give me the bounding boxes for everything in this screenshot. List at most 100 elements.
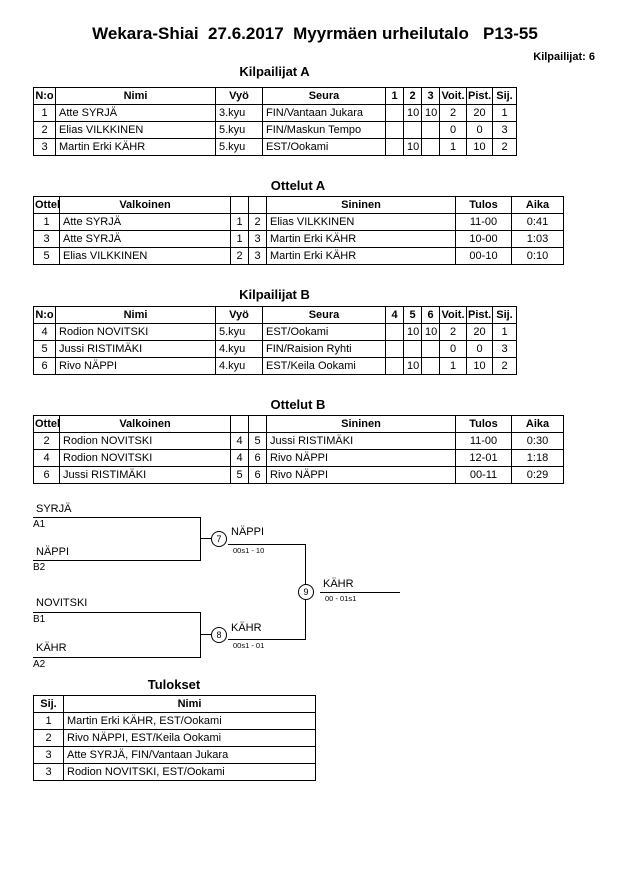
match-number-circle: 8 xyxy=(211,627,227,643)
cell: 5.kyu xyxy=(215,121,263,139)
col-header: Sij. xyxy=(492,87,517,105)
table-row: 3 Martin Erki KÄHR 5.kyu EST/Ookami 10 1… xyxy=(33,138,517,156)
cell: 3.kyu xyxy=(215,104,263,122)
cell: 20 xyxy=(466,104,493,122)
bracket-seed: B2 xyxy=(33,562,46,573)
cell: 1 xyxy=(439,138,467,156)
cell: 0 xyxy=(466,340,493,358)
table-row: 4 Rodion NOVITSKI 5.kyu EST/Ookami 10 10… xyxy=(33,323,517,341)
cell: 5 xyxy=(248,432,267,450)
col-header: Valkoinen xyxy=(59,415,231,433)
cell: Elias VILKKINEN xyxy=(55,121,216,139)
cell: 0 xyxy=(439,121,467,139)
cell: 1 xyxy=(230,213,249,231)
cell: 10 xyxy=(466,138,493,156)
cell: 2 xyxy=(439,323,467,341)
cell: Rivo NÄPPI xyxy=(266,466,456,484)
bracket-line xyxy=(33,517,200,518)
header-row: Sij. Nimi xyxy=(33,695,316,713)
bracket-winner-name: NÄPPI xyxy=(231,526,265,538)
col-header: Sij. xyxy=(492,306,517,324)
header-row: N:o Nimi Vyö Seura 1 2 3 Voit. Pist. Sij… xyxy=(33,87,517,105)
cell: 10 xyxy=(403,357,422,375)
col-header: Aika xyxy=(511,196,564,214)
cell: Atte SYRJÄ, FIN/Vantaan Jukara xyxy=(63,746,316,764)
cell: Atte SYRJÄ xyxy=(59,213,231,231)
cell: 1 xyxy=(439,357,467,375)
cell: Martin Erki KÄHR xyxy=(266,230,456,248)
cell: Jussi RISTIMÄKI xyxy=(59,466,231,484)
cell xyxy=(421,340,440,358)
section-heading-ottelut-a: Ottelut A xyxy=(270,178,326,193)
cell: FIN/Maskun Tempo xyxy=(262,121,386,139)
bracket-seed: A1 xyxy=(33,519,46,530)
cell: 3 xyxy=(33,138,56,156)
cell: 4 xyxy=(230,432,249,450)
cell xyxy=(385,340,404,358)
cell xyxy=(385,138,404,156)
match-number-circle: 9 xyxy=(298,584,314,600)
kilpailijat-b-table: N:o Nimi Vyö Seura 4 5 6 Voit. Pist. Sij… xyxy=(33,306,517,375)
cell: 3 xyxy=(248,230,267,248)
cell: 3 xyxy=(248,247,267,265)
cell: 5 xyxy=(33,340,56,358)
col-header: Aika xyxy=(511,415,564,433)
cell: 10 xyxy=(403,138,422,156)
cell: FIN/Raision Ryhti xyxy=(262,340,386,358)
cell: Martin Erki KÄHR, EST/Ookami xyxy=(63,712,316,730)
bracket-line xyxy=(228,544,305,545)
bracket-player-name: NOVITSKI xyxy=(36,597,88,609)
cell: Rivo NÄPPI xyxy=(266,449,456,467)
table-row: 3 Atte SYRJÄ 1 3 Martin Erki KÄHR 10-00 … xyxy=(33,230,564,248)
col-header: Vyö xyxy=(215,87,263,105)
col-header: N:o xyxy=(33,306,56,324)
col-header: Vyö xyxy=(215,306,263,324)
cell: 0:30 xyxy=(511,432,564,450)
cell xyxy=(421,138,440,156)
cell: 12-01 xyxy=(455,449,512,467)
cell: Elias VILKKINEN xyxy=(59,247,231,265)
cell xyxy=(385,121,404,139)
cell: 4.kyu xyxy=(215,357,263,375)
cell: 5 xyxy=(230,466,249,484)
col-header: Tulos xyxy=(455,415,512,433)
col-header: 3 xyxy=(421,87,440,105)
cell: 3 xyxy=(33,230,60,248)
col-header: 5 xyxy=(403,306,422,324)
cell: Rodion NOVITSKI xyxy=(55,323,216,341)
bracket-line xyxy=(33,612,200,613)
col-header: Seura xyxy=(262,306,386,324)
cell: 1 xyxy=(33,213,60,231)
cell: 2 xyxy=(33,729,64,747)
cell: 5.kyu xyxy=(215,138,263,156)
cell: Martin Erki KÄHR xyxy=(55,138,216,156)
bracket-winner-name: KÄHR xyxy=(231,622,262,634)
cell: EST/Keila Ookami xyxy=(262,357,386,375)
cell: 3 xyxy=(33,763,64,781)
col-header: 1 xyxy=(385,87,404,105)
cell: 5 xyxy=(33,247,60,265)
bracket-score: 00 - 01s1 xyxy=(325,594,357,603)
table-row: 5 Elias VILKKINEN 2 3 Martin Erki KÄHR 0… xyxy=(33,247,564,265)
bracket-line xyxy=(320,592,400,593)
bracket-line xyxy=(200,634,211,635)
col-header: Nimi xyxy=(55,87,216,105)
col-header: Seura xyxy=(262,87,386,105)
cell: 4 xyxy=(33,449,60,467)
cell: 6 xyxy=(33,357,56,375)
bracket-score: 00s1 - 01 xyxy=(233,641,265,650)
header-row: Ottelu Valkoinen Sininen Tulos Aika xyxy=(33,196,564,214)
cell: 4 xyxy=(33,323,56,341)
cell: 6 xyxy=(248,466,267,484)
cell: 0:29 xyxy=(511,466,564,484)
col-header: Ottelu xyxy=(33,196,60,214)
col-header: 6 xyxy=(421,306,440,324)
cell xyxy=(403,121,422,139)
col-header: Tulos xyxy=(455,196,512,214)
col-header: Valkoinen xyxy=(59,196,231,214)
cell: Rivo NÄPPI xyxy=(55,357,216,375)
cell: FIN/Vantaan Jukara xyxy=(262,104,386,122)
col-header xyxy=(230,196,249,214)
cell: 11-00 xyxy=(455,432,512,450)
